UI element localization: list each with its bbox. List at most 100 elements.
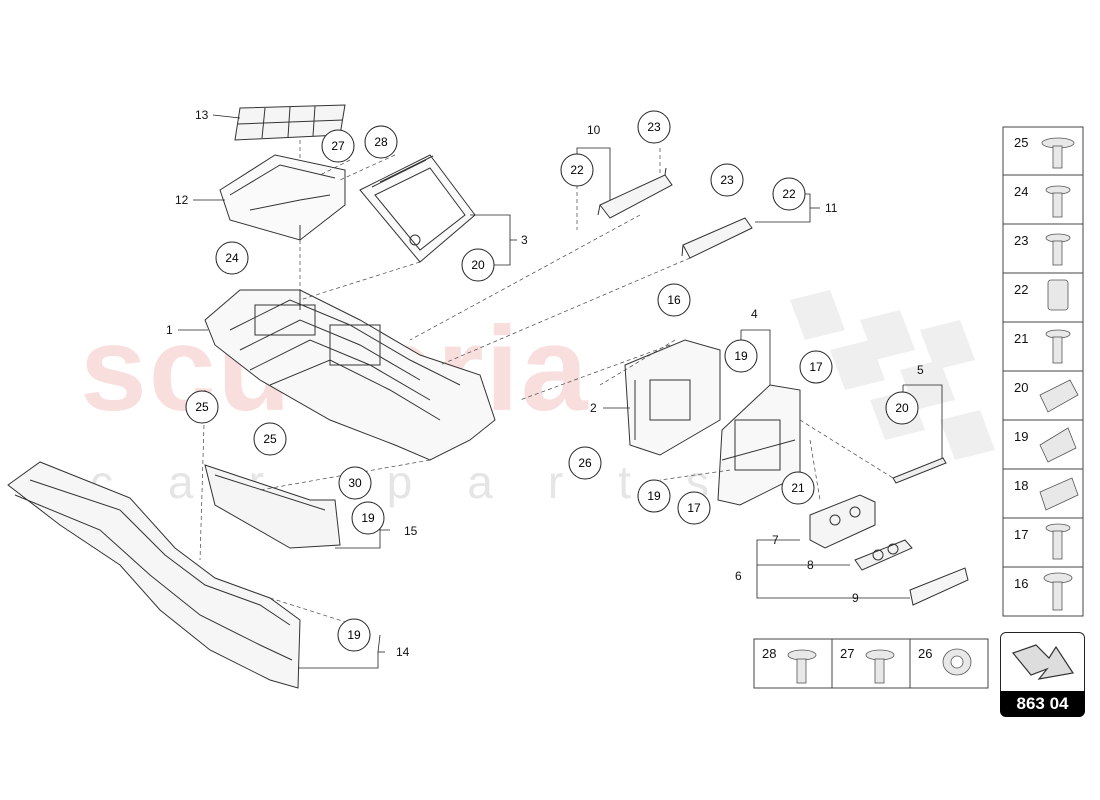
bubble-16: 16 [657,283,691,317]
part-10-bracket [597,167,673,219]
bubble-27: 27 [321,129,355,163]
callout-4: 4 [751,307,758,321]
svg-text:16: 16 [667,293,681,307]
legend-28: 28 [762,646,776,661]
clip-icon [1039,477,1079,511]
bubble-20b: 20 [885,391,919,425]
svg-text:20: 20 [471,258,485,272]
svg-text:21: 21 [791,481,805,495]
svg-text:22: 22 [782,187,796,201]
svg-text:22: 22 [570,163,584,177]
legend-17: 17 [1014,527,1028,542]
bubble-25b: 25 [253,422,287,456]
bubble-30: 30 [338,466,372,500]
legend-26: 26 [918,646,932,661]
bubble-23b: 23 [710,163,744,197]
screw-icon [1045,185,1071,218]
bubble-19c: 19 [351,501,385,535]
callout-1: 1 [166,323,173,337]
clip-icon [1039,379,1079,413]
legend-27: 27 [840,646,854,661]
parts-legend-row: 28 27 26 [753,638,989,689]
part-13-lid [234,104,346,141]
callout-9: 9 [852,591,859,605]
svg-text:26: 26 [578,456,592,470]
nut-icon [942,648,972,676]
parts-legend-column: 25 24 23 22 21 20 19 18 17 16 [1002,126,1084,617]
svg-text:19: 19 [361,511,375,525]
svg-text:25: 25 [195,400,209,414]
svg-text:23: 23 [720,173,734,187]
screw-icon [787,649,817,684]
part-8-cupholder [854,539,913,571]
bubble-21: 21 [781,471,815,505]
dashed-guides [199,140,894,626]
bubble-26: 26 [568,446,602,480]
callout-11: 11 [825,201,838,215]
screw-icon [1045,233,1071,266]
part-5-strip [892,457,947,484]
bubble-24: 24 [215,241,249,275]
svg-text:17: 17 [687,501,701,515]
part-2-bracket [624,339,721,456]
part-7-switch [809,494,876,549]
legend-25: 25 [1014,135,1028,150]
legend-22: 22 [1014,282,1028,297]
svg-text:19: 19 [347,628,361,642]
callout-10: 10 [587,123,601,137]
part-3-bezel [359,154,476,263]
legend-19: 19 [1014,429,1028,444]
svg-text:24: 24 [225,251,239,265]
arrow-icon [1011,644,1074,680]
svg-text:20: 20 [895,401,909,415]
part-11-bracket [681,217,753,259]
clip-icon [1047,279,1069,311]
bubble-22a: 22 [560,153,594,187]
callout-2: 2 [590,401,597,415]
part-15-panel [204,464,341,549]
legend-20: 20 [1014,380,1028,395]
callout-3: 3 [521,233,528,247]
clip-icon [1039,427,1077,463]
svg-text:19: 19 [647,489,661,503]
part-9-tray [909,567,969,606]
svg-text:17: 17 [809,360,823,374]
svg-text:19: 19 [734,349,748,363]
legend-24: 24 [1014,184,1028,199]
svg-text:28: 28 [374,135,388,149]
svg-text:25: 25 [263,432,277,446]
bubble-20a: 20 [461,248,495,282]
bubble-23a: 23 [637,110,671,144]
callout-6: 6 [735,569,742,583]
bubble-19b: 19 [637,479,671,513]
screw-icon [1045,523,1071,560]
svg-text:30: 30 [348,476,362,490]
legend-16: 16 [1014,576,1028,591]
screw-icon [1045,329,1071,364]
callout-15: 15 [404,524,418,538]
part-14-lower-trim [7,461,301,689]
screw-icon [1041,137,1075,169]
callout-7: 7 [772,533,779,547]
bubble-19a: 19 [724,339,758,373]
legend-18: 18 [1014,478,1028,493]
figure-number: 863 04 [1000,691,1085,717]
next-page-arrow-box[interactable] [1000,632,1085,691]
legend-21: 21 [1014,331,1028,346]
svg-text:23: 23 [647,120,661,134]
screw-icon [865,649,895,684]
part-12-tray [219,154,346,241]
callout-12: 12 [175,193,189,207]
callout-labels: 13 12 3 1 2 10 11 4 5 6 7 8 9 14 15 [166,108,924,659]
callout-13: 13 [195,108,209,122]
callout-14: 14 [396,645,410,659]
callout-5: 5 [917,363,924,377]
bubble-22b: 22 [772,177,806,211]
screw-icon [1043,572,1073,611]
legend-23: 23 [1014,233,1028,248]
bubble-17a: 17 [799,350,833,384]
callout-8: 8 [807,558,814,572]
svg-text:27: 27 [331,139,345,153]
part-1-main-frame [204,289,496,461]
